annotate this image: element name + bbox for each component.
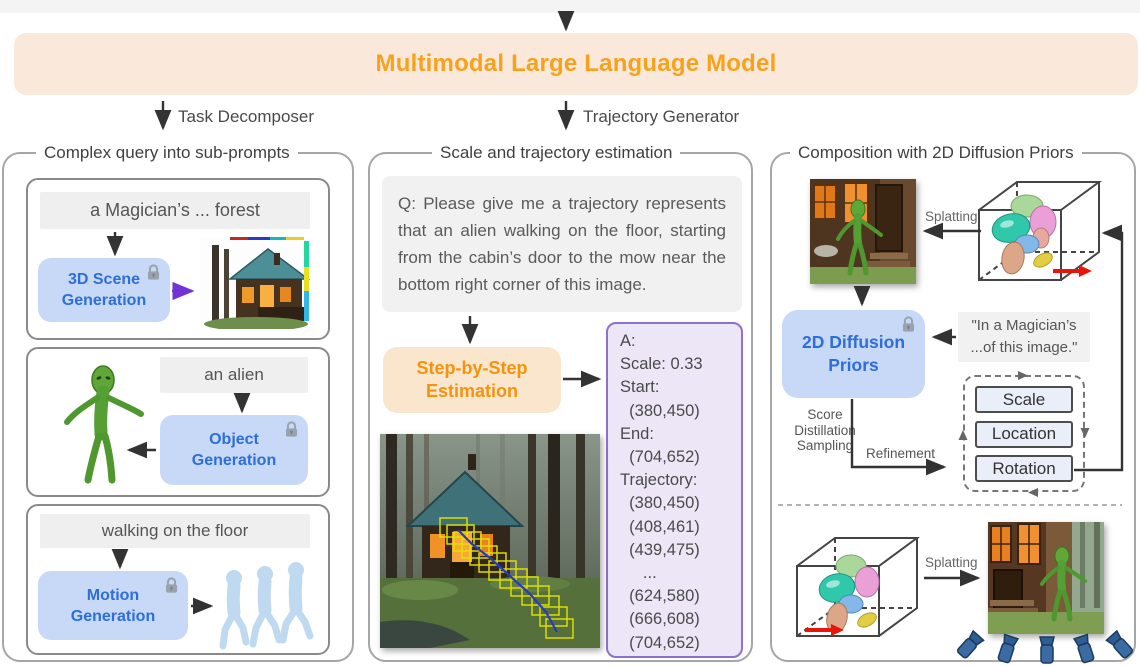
mllm-label: Multimodal Large Language Model <box>375 50 777 77</box>
answer-line: (704,652) <box>620 633 700 652</box>
top-input-strip <box>0 0 1140 13</box>
prompt-quote-box: "In a Magician’s ...of this image." <box>958 312 1090 362</box>
task-decomposer-label: Task Decomposer <box>178 107 315 126</box>
answer-line: A: <box>620 332 636 350</box>
scene-render-image <box>200 237 312 329</box>
scene-generation-module: 3D Scene Generation <box>38 258 170 322</box>
answer-line: (439,475) <box>620 540 700 559</box>
lock-icon <box>147 264 160 280</box>
answer-line: Start: <box>620 378 660 397</box>
loop-item: Location <box>975 420 1073 448</box>
answer-line: ... <box>620 564 657 583</box>
sds-label: Score Distillation Sampling <box>794 407 856 453</box>
object-module-label: Object Generation <box>191 431 277 469</box>
object-generation-module: Object Generation <box>160 415 308 485</box>
motion-figures-image <box>219 562 314 650</box>
answer-line: (704,652) <box>620 448 700 467</box>
lock-icon <box>902 316 915 332</box>
refinement-label: Refinement <box>866 446 936 461</box>
alien-figure-image <box>64 365 144 484</box>
step-module-label: Step-by-Step Estimation <box>416 358 528 401</box>
scene-prompt: a Magician’s ... forest <box>40 192 310 229</box>
trajectory-generator-label: Trajectory Generator <box>583 107 740 126</box>
camera-array <box>956 629 1134 664</box>
answer-line: Scale: 0.33 <box>620 355 703 374</box>
scene-module-label: 3D Scene Generation <box>61 271 147 309</box>
splatted-alien-image-top <box>810 179 916 284</box>
loop-item: Scale <box>975 386 1073 413</box>
lock-icon <box>165 577 178 593</box>
diffusion-priors-module: 2D Diffusion Priors <box>782 310 925 398</box>
answer-line: (408,461) <box>620 517 700 536</box>
question-box: Q: Please give me a trajectory represent… <box>382 176 742 312</box>
camera-icon <box>956 629 1134 664</box>
answer-line: (380,450) <box>620 401 700 420</box>
motion-prompt: walking on the floor <box>40 514 310 548</box>
diffusion-module-label: 2D Diffusion Priors <box>801 332 906 375</box>
answer-line: (624,580) <box>620 587 700 606</box>
gaussian-cube-top <box>978 181 1103 281</box>
step-by-step-module: Step-by-Step Estimation <box>383 347 561 413</box>
splatting-label-top: Splatting <box>925 209 978 224</box>
middle-panel-title: Scale and trajectory estimation <box>432 143 681 163</box>
trajectory-scene-image <box>380 434 600 648</box>
motion-module-label: Motion Generation <box>70 586 156 625</box>
lock-icon <box>285 421 298 437</box>
motion-generation-module: Motion Generation <box>38 571 188 640</box>
splatting-label-bottom: Splatting <box>925 555 978 570</box>
loop-item: Rotation <box>975 455 1073 482</box>
answer-line: Trajectory: <box>620 471 698 490</box>
answer-line: (380,450) <box>620 494 700 513</box>
gaussian-cube-bottom <box>796 537 921 637</box>
answer-line: (666,608) <box>620 610 700 629</box>
splatted-alien-image-bottom <box>988 522 1104 634</box>
left-panel-title: Complex query into sub-prompts <box>36 143 298 163</box>
right-panel-title: Composition with 2D Diffusion Priors <box>790 143 1082 163</box>
object-prompt: an alien <box>160 357 308 393</box>
answer-line: End: <box>620 424 654 443</box>
mllm-bar: Multimodal Large Language Model <box>14 33 1138 95</box>
